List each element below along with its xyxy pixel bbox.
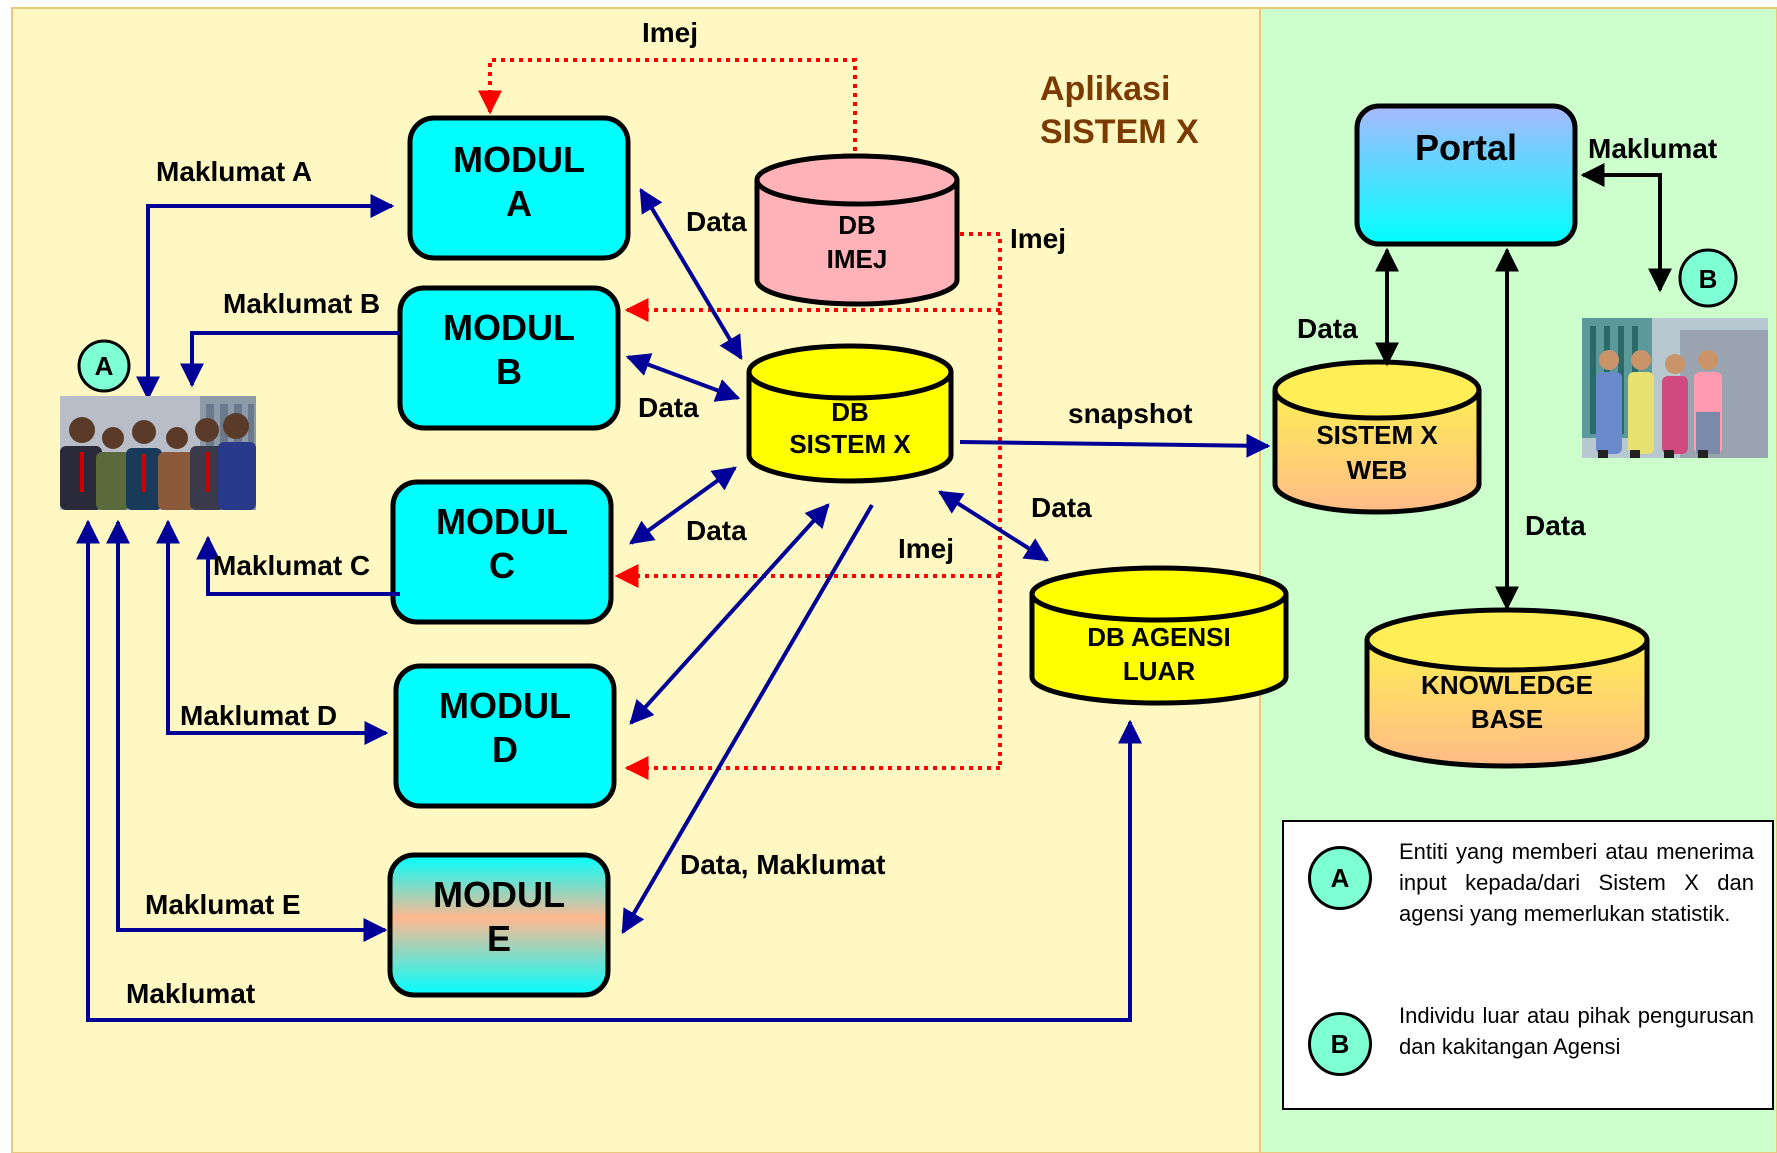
modul-d-line1: MODUL [439, 685, 571, 726]
db-imej-line1: DB [838, 210, 876, 240]
modul-c-line1: MODUL [436, 501, 568, 542]
db-sistem-x-line1: DB [831, 397, 869, 427]
portal-box[interactable]: Portal [1354, 103, 1578, 247]
flow-data-d [629, 503, 830, 725]
title-line2: SISTEM X [1040, 113, 1199, 151]
db-agensi-luar-line2: LUAR [1123, 656, 1195, 686]
modul-e[interactable]: MODUL E [387, 852, 611, 998]
edge-labels: Imej Imej Imej Maklumat A Maklumat B Mak… [126, 17, 1717, 1009]
label-maklumat-e: Maklumat E [145, 889, 301, 920]
imej-link-top [478, 58, 867, 178]
modul-b[interactable]: MODUL B [397, 285, 621, 431]
label-data-c: Data [686, 515, 747, 546]
label-imej-right: Imej [1010, 223, 1066, 254]
label-maklumat-bottom: Maklumat [126, 978, 255, 1009]
modul-b-line1: MODUL [443, 307, 575, 348]
modul-b-line2: B [496, 351, 522, 392]
flow-data-b [625, 353, 741, 402]
label-maklumat-a: Maklumat A [156, 156, 312, 187]
label-imej-mid: Imej [898, 533, 954, 564]
modul-e-line1: MODUL [433, 874, 565, 915]
entity-b-letter: B [1699, 264, 1718, 294]
db-sistem-x-web-line1: SISTEM X [1316, 420, 1438, 450]
db-knowledge-base-line1: KNOWLEDGE [1421, 670, 1593, 700]
label-data-a: Data [686, 206, 747, 237]
modul-a-line1: MODUL [453, 139, 585, 180]
flow-data-e [621, 503, 874, 935]
modul-d[interactable]: MODUL D [393, 663, 617, 809]
legend-text-a: Entiti yang memberi atau menerima input … [1399, 839, 1754, 926]
flow-data-agensi [937, 490, 1050, 562]
maklumat-flows [76, 187, 1271, 1022]
entity-a-people-illustration [60, 396, 256, 510]
db-imej-line2: IMEJ [827, 244, 888, 274]
db-sistem-x[interactable]: DB SISTEM X [746, 343, 954, 484]
flow-portal-maklumat [1580, 163, 1672, 293]
legend-box: A Entiti yang memberi atau menerima inpu… [1282, 820, 1774, 1110]
label-data-portal-web: Data [1297, 313, 1358, 344]
label-data-portal-kb: Data [1525, 510, 1586, 541]
flow-snapshot [959, 433, 1271, 458]
modul-c-line2: C [489, 545, 515, 586]
db-knowledge-base-line2: BASE [1471, 704, 1543, 734]
label-imej-top: Imej [642, 17, 698, 48]
modul-a[interactable]: MODUL A [407, 115, 631, 261]
db-knowledge-base[interactable]: KNOWLEDGE BASE [1364, 607, 1650, 769]
label-maklumat-b: Maklumat B [223, 288, 380, 319]
label-data-agensi: Data [1031, 492, 1092, 523]
flow-maklumat-a [136, 194, 395, 401]
label-data-b: Data [638, 392, 699, 423]
legend-marker-b: B [1308, 1012, 1372, 1076]
legend-marker-a: A [1308, 846, 1372, 910]
modul-e-line2: E [487, 918, 511, 959]
db-agensi-luar-line1: DB AGENSI [1087, 622, 1231, 652]
modul-c[interactable]: MODUL C [390, 479, 614, 625]
db-sistem-x-web-line2: WEB [1347, 455, 1408, 485]
db-agensi-luar[interactable]: DB AGENSI LUAR [1029, 565, 1289, 706]
label-maklumat-c: Maklumat C [213, 550, 370, 581]
flow-data-a [639, 187, 743, 361]
title-line1: Aplikasi [1040, 70, 1170, 108]
label-data-maklumat: Data, Maklumat [680, 849, 885, 880]
entity-a-letter: A [95, 351, 114, 381]
modul-d-line2: D [492, 729, 518, 770]
label-maklumat-portal: Maklumat [1588, 133, 1717, 164]
label-snapshot: snapshot [1068, 398, 1192, 429]
entity-b-marker: B [1678, 248, 1738, 308]
db-sistem-x-line2: SISTEM X [789, 429, 911, 459]
label-maklumat-d: Maklumat D [180, 700, 337, 731]
db-sistem-x-web[interactable]: SISTEM X WEB [1272, 359, 1482, 515]
portal-label: Portal [1415, 127, 1517, 168]
entity-a-marker: A [77, 339, 131, 393]
entity-b-people-illustration [1582, 318, 1768, 458]
portal-flows [1375, 163, 1672, 611]
legend-text-b: Individu luar atau pihak pengurusan dan … [1399, 1003, 1754, 1059]
flow-maklumat-bottom [76, 519, 1142, 1022]
flow-maklumat-b [180, 331, 400, 388]
modul-a-line2: A [506, 183, 532, 224]
db-imej[interactable]: DB IMEJ [754, 153, 960, 307]
